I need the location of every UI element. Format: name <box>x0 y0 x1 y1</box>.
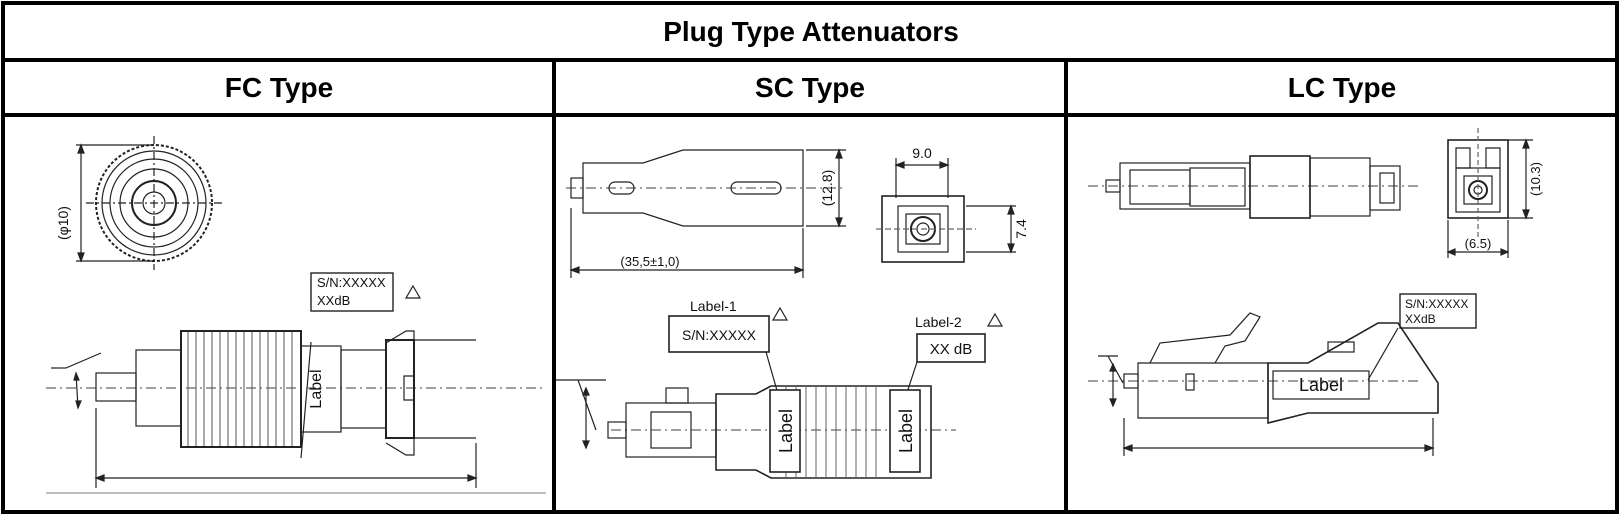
sc-label2-text: XX dB <box>930 341 973 358</box>
sc-offset-dim: 7.4 <box>1013 219 1029 239</box>
column-heading-fc: FC Type <box>224 72 334 103</box>
fc-type-panel: (φ10) S/N:XXXXX XXdB Label <box>6 118 552 512</box>
column-heading-lc: LC Type <box>1287 72 1397 103</box>
sc-height-dim: (12.8) <box>819 170 835 207</box>
fc-diameter-dim: (φ10) <box>55 206 71 240</box>
lc-type-panel: (10.3) (6.5) S/N:XXXXX XXdB Label <box>1068 118 1616 512</box>
sc-body-label-1: Label <box>776 409 796 453</box>
fc-type-drawing: (φ10) S/N:XXXXX XXdB Label <box>46 136 546 494</box>
sc-body-label-2: Label <box>896 409 916 453</box>
sc-type-drawing: (35,5±1,0) (12.8) 9.0 7.4 Label-1 S/N:XX… <box>556 145 1029 479</box>
sc-label1-text: S/N:XXXXX <box>682 327 757 343</box>
lc-type-drawing: (10.3) (6.5) S/N:XXXXX XXdB Label <box>1088 128 1543 456</box>
lc-value-text: XXdB <box>1405 312 1436 326</box>
sc-label1-title: Label-1 <box>690 298 737 314</box>
lc-height-dim: (10.3) <box>1528 162 1543 196</box>
sc-type-panel: (35,5±1,0) (12.8) 9.0 7.4 Label-1 S/N:XX… <box>556 118 1064 512</box>
lc-body-label: Label <box>1299 375 1343 395</box>
fc-sn-text: S/N:XXXXX <box>317 275 386 290</box>
sc-length-dim: (35,5±1,0) <box>620 254 679 269</box>
fc-body-label: Label <box>308 369 325 408</box>
lc-width-dim: (6.5) <box>1465 236 1492 251</box>
table-title: Plug Type Attenuators <box>663 16 959 47</box>
sc-width-dim: 9.0 <box>912 145 932 161</box>
sc-label2-title: Label-2 <box>915 314 962 330</box>
column-heading-sc: SC Type <box>755 72 865 103</box>
lc-sn-text: S/N:XXXXX <box>1405 297 1468 311</box>
fc-value-text: XXdB <box>317 293 350 308</box>
